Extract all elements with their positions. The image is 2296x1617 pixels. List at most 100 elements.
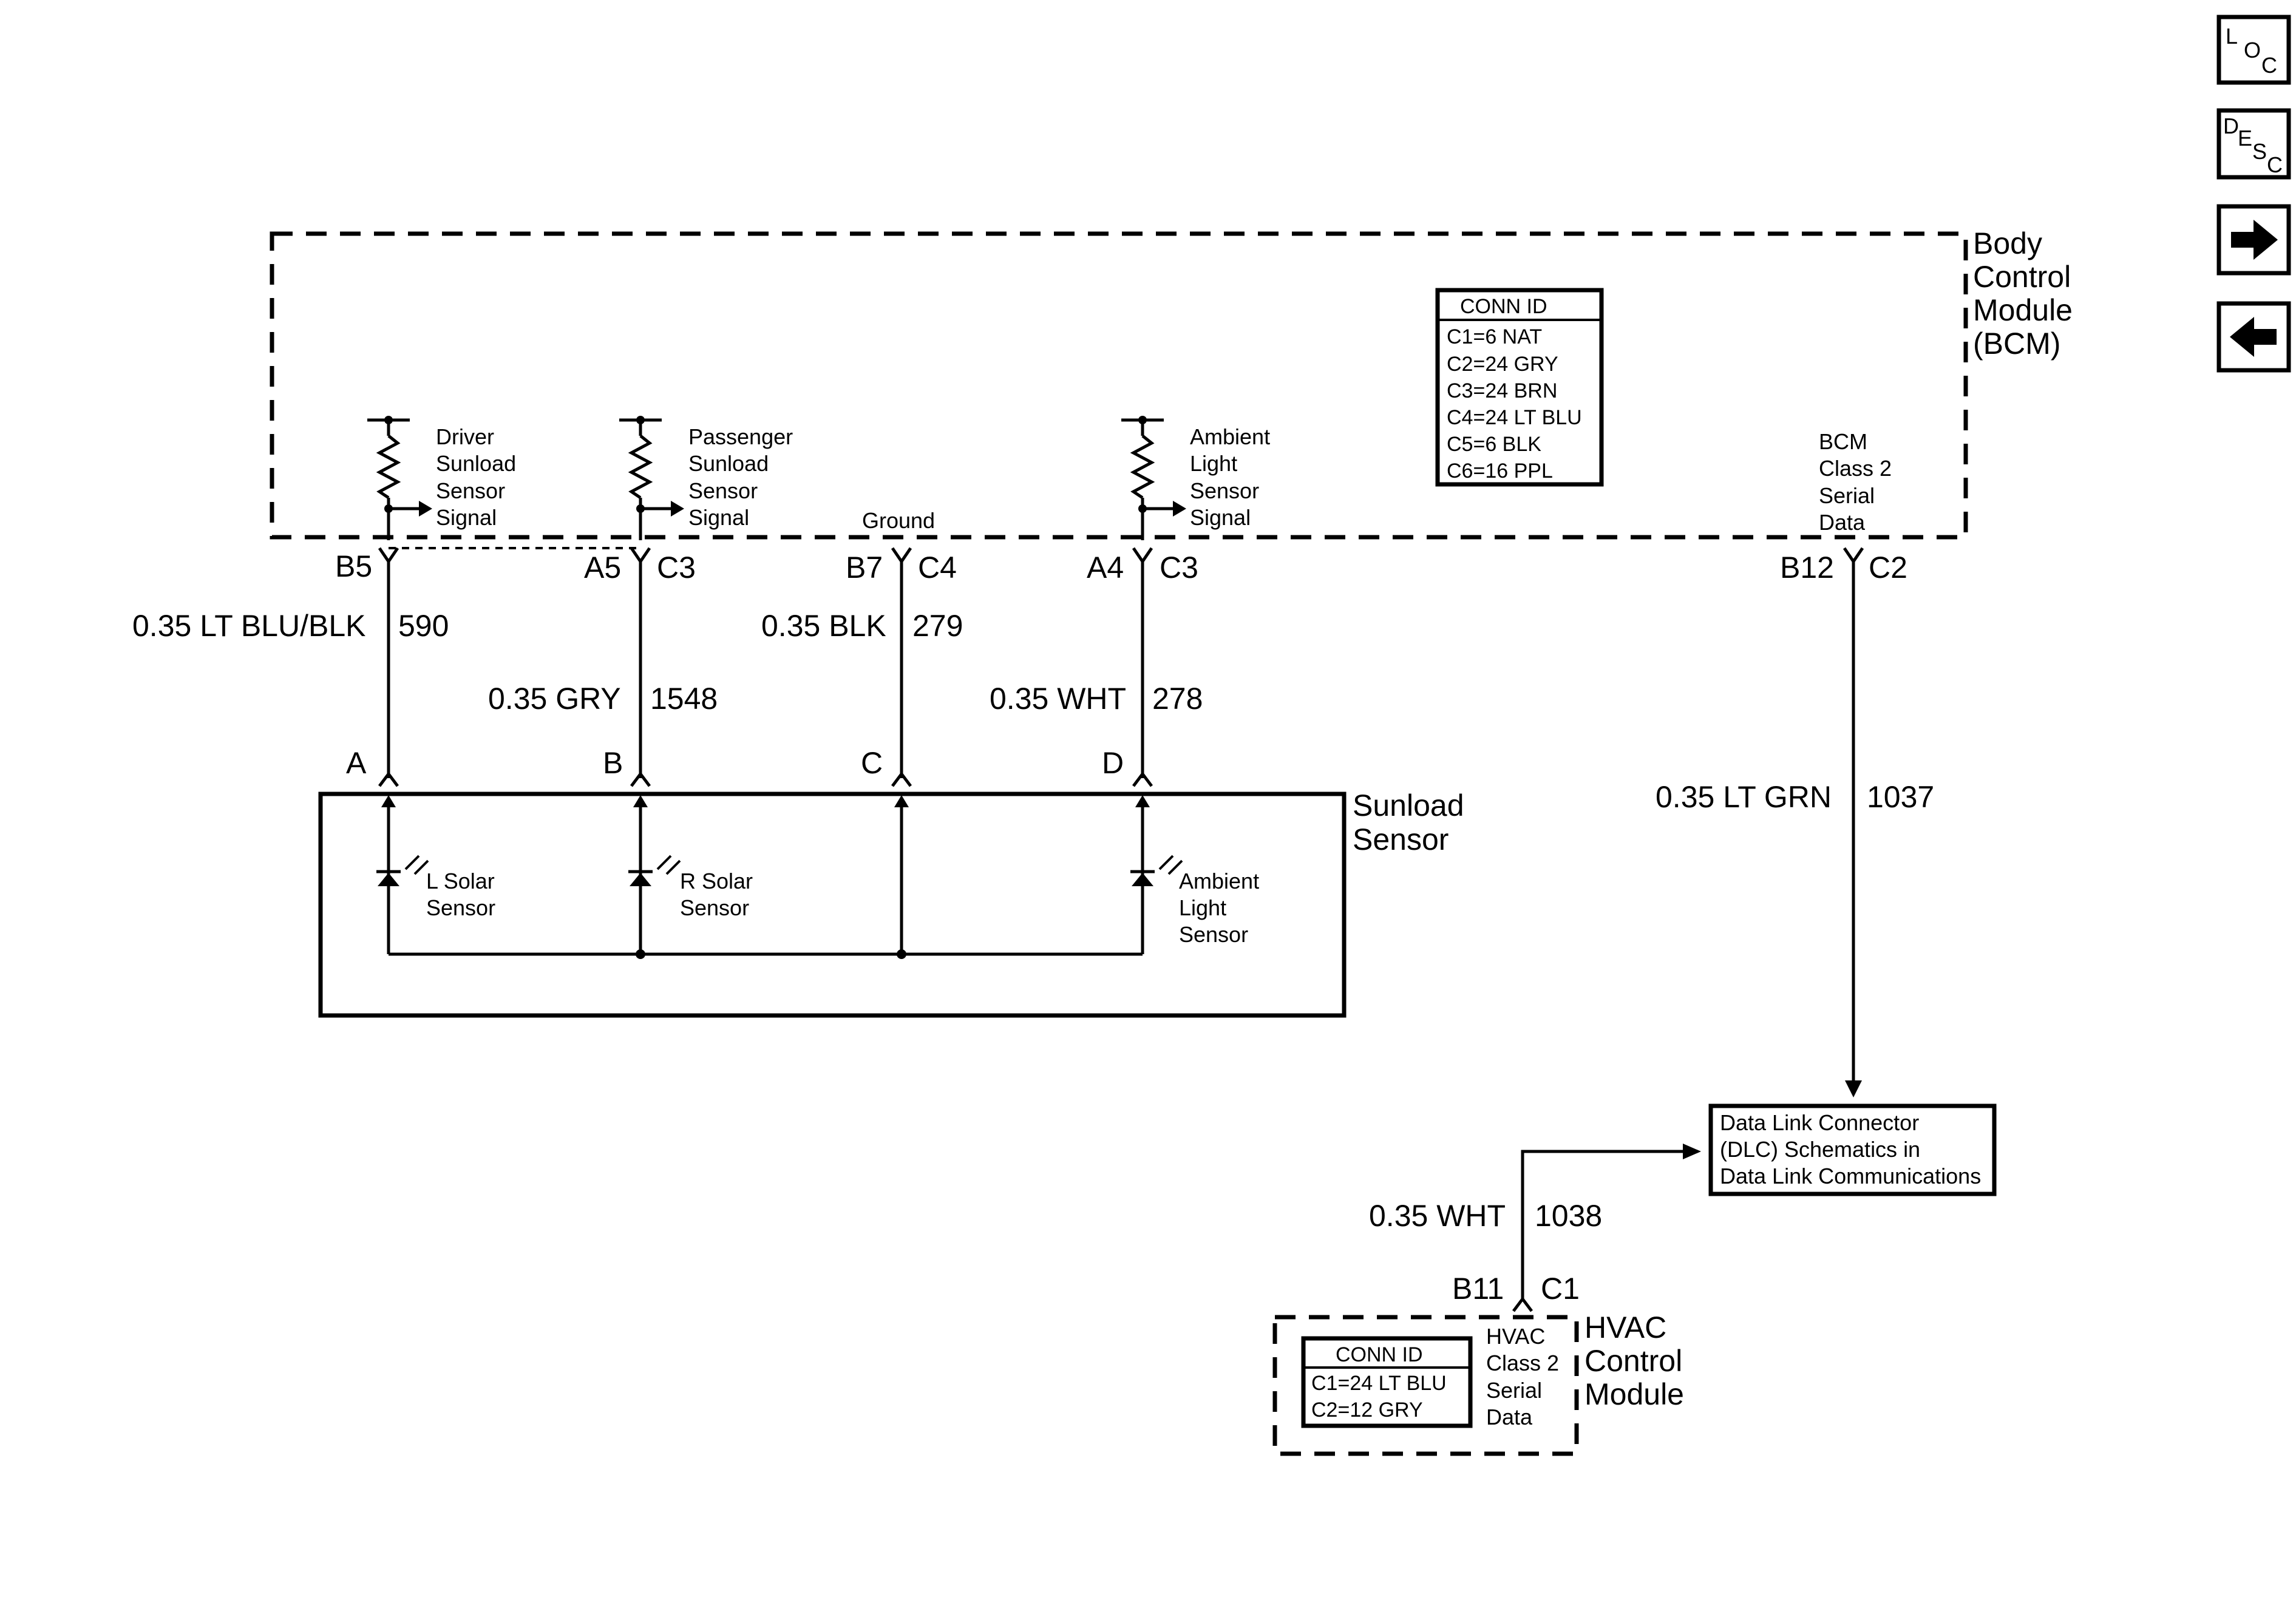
arrow-left-icon [2230,317,2277,357]
svg-text:C: C [2267,152,2283,177]
passenger-signal-label: Sensor [688,478,758,503]
wire-circuit-label: 278 [1152,682,1203,716]
svg-text:E: E [2238,126,2252,151]
sunload-sensor: Sunload Sensor L Solar Sensor [318,788,1464,1018]
driver-signal-circuit: Driver Sunload Sensor Signal [367,416,516,540]
dlc-reference-text: Data Link Connector [1720,1110,1919,1135]
ambient-signal-label: Light [1190,451,1237,476]
pin-label: C2 [1869,551,1907,585]
desc-button[interactable]: D E S C [2216,108,2291,180]
pin-label: B11 [1452,1272,1504,1306]
bcm-conn-row: C2=24 GRY [1447,353,1558,376]
sensor-connector-symbols [378,771,1153,787]
hvac-conn-row: C1=24 LT BLU [1311,1372,1447,1395]
terminal-label: A [346,746,367,780]
r-solar-sensor-label: R Solar [680,869,753,893]
driver-signal-label: Sensor [436,478,505,503]
passenger-signal-label: Signal [688,505,749,530]
bcm-title-3: Module [1973,293,2073,327]
wire-color-label: 0.35 LT GRN [1656,780,1832,814]
driver-signal-label: Driver [436,424,494,449]
wire-ambient-278: 0.35 WHT 278 [990,561,1203,778]
hvac-conn-id-table: CONN ID C1=24 LT BLU C2=12 GRY [1301,1336,1473,1428]
hvac-title: HVAC [1584,1310,1666,1344]
svg-text:Data: Data [1819,510,1866,535]
wire-color-label: 0.35 LT BLU/BLK [132,609,366,643]
hvac-signal-label: HVAC [1486,1324,1545,1349]
driver-signal-label: Signal [436,505,497,530]
wire-circuit-label: 1548 [650,682,718,716]
pin-label: C3 [657,551,696,585]
hvac-connector-symbol [1512,1296,1533,1312]
wire-driver-590: 0.35 LT BLU/BLK 590 [132,561,449,778]
hvac-signal-label: Class 2 [1486,1351,1559,1375]
light-rays-icon [656,855,681,875]
light-rays-icon [404,855,429,875]
ambient-light-sensor-label: Ambient [1179,869,1259,893]
pin-label: A5 [584,551,621,585]
pin-label: C3 [1160,551,1198,585]
ambient-signal-label: Signal [1190,505,1251,530]
pin-label: C4 [918,551,957,585]
wire-class2-1037: 0.35 LT GRN 1037 [1656,561,1934,1097]
ambient-light-sensor-label: Light [1179,895,1226,920]
pin-label: C1 [1541,1272,1580,1306]
driver-signal-label: Sunload [436,451,516,476]
bcm-outline [270,231,1968,540]
wire-color-label: 0.35 GRY [488,682,621,716]
hvac-conn-id-header: CONN ID [1336,1343,1423,1366]
terminal-label: B [603,746,623,780]
wire-circuit-label: 590 [398,609,449,643]
wire-circuit-label: 1037 [1867,780,1934,814]
passenger-signal-circuit: Passenger Sunload Sensor Signal [619,416,793,540]
loc-button[interactable]: L O C [2216,15,2291,85]
svg-text:Class 2: Class 2 [1819,456,1892,481]
terminal-label: D [1102,746,1124,780]
ground-label: Ground [862,508,935,533]
ambient-light-sensor: Ambient Light Sensor [1130,855,1259,947]
dlc-reference-link[interactable]: Data Link Connector (DLC) Schematics in … [1708,1103,1997,1196]
hvac-signal-label: Serial [1486,1378,1542,1403]
pin-label: A4 [1087,551,1124,585]
arrow-right-icon [2231,220,2278,260]
svg-text:C: C [2261,53,2277,78]
l-solar-sensor-label: L Solar [426,869,495,893]
sunload-sensor-title: Sensor [1353,822,1449,856]
terminal-label: C [861,746,883,780]
pin-label: B12 [1780,551,1834,585]
svg-text:Serial: Serial [1819,483,1875,508]
ambient-signal-label: Ambient [1190,424,1270,449]
wire-circuit-label: 1038 [1535,1199,1602,1233]
hvac-title: Module [1584,1377,1684,1411]
hvac-title: Control [1584,1344,1682,1378]
bcm-conn-row: C5=6 BLK [1447,433,1541,456]
ambient-signal-circuit: Ambient Light Sensor Signal [1121,416,1270,540]
l-solar-sensor: L Solar Sensor [376,855,495,920]
prev-page-button[interactable] [2216,301,2291,373]
bcm-conn-id-table: CONN ID C1=6 NAT C2=24 GRY C3=24 BRN C4=… [1435,288,1604,487]
signal-arrow-icon [671,501,684,517]
passenger-signal-label: Passenger [688,424,793,449]
wire-color-label: 0.35 BLK [761,609,886,643]
bcm-conn-row: C3=24 BRN [1447,379,1557,402]
light-rays-icon [1158,855,1183,875]
svg-text:D: D [2223,114,2239,138]
svg-text:O: O [2244,38,2261,63]
pin-label: B7 [846,551,883,585]
wire-ground-279: 0.35 BLK 279 [761,561,963,778]
passenger-signal-label: Sunload [688,451,769,476]
r-solar-sensor-label: Sensor [680,895,749,920]
body-control-module: Body Control Module (BCM) CONN ID C1=6 N… [270,226,2073,540]
signal-arrow-icon [419,501,432,517]
bcm-conn-row: C4=24 LT BLU [1447,406,1582,429]
sunload-sensor-outline [318,792,1347,1018]
bcm-title-1: Body [1973,226,2042,260]
hvac-signal-label: Data [1486,1405,1533,1429]
bcm-title-2: Control [1973,260,2071,294]
sunload-sensor-title: Sunload [1353,788,1464,822]
wire-color-label: 0.35 WHT [990,682,1126,716]
wire-color-label: 0.35 WHT [1369,1199,1506,1233]
next-page-button[interactable] [2216,204,2291,276]
bcm-class2-signal: BCM Class 2 Serial Data [1819,429,1892,535]
